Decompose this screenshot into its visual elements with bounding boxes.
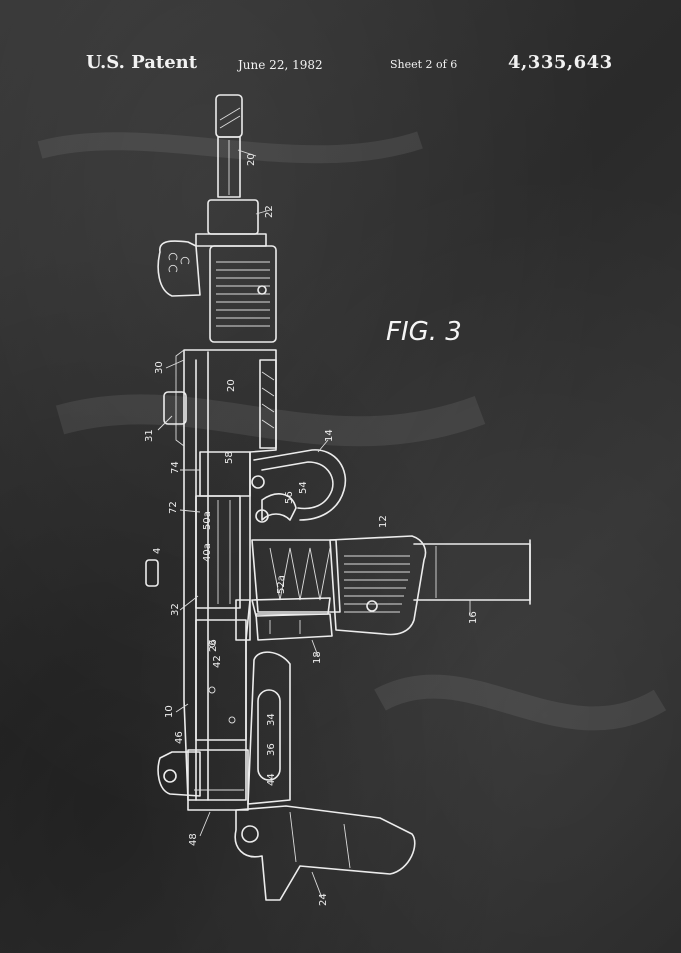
- ref-54: 54: [298, 481, 309, 494]
- ref-48: 48: [188, 833, 199, 846]
- patent-date: June 22, 1982: [238, 58, 323, 72]
- ref-56: 56: [284, 491, 295, 504]
- ref-26: 26: [208, 639, 219, 652]
- ref-20b: 20: [226, 379, 237, 392]
- chalk-smudges: [37, 131, 667, 731]
- ref-16: 16: [468, 611, 479, 624]
- ref-52a: 52a: [276, 575, 287, 594]
- pistol-grip: [329, 535, 427, 636]
- ref-74: 74: [170, 461, 181, 474]
- magazine: [413, 539, 531, 605]
- rear-cap: [157, 749, 249, 811]
- ref-4: 4: [152, 548, 163, 554]
- ref-24: 24: [318, 893, 329, 906]
- trigger-housing: [255, 613, 333, 641]
- bolt-assembly: [195, 451, 251, 641]
- leader-lines: [157, 149, 471, 899]
- ref-34: 34: [266, 713, 277, 726]
- figure-label: FIG. 3: [386, 317, 462, 347]
- ref-12: 12: [378, 515, 389, 528]
- patent-header-label: U.S. Patent: [86, 52, 198, 73]
- ref-46: 46: [174, 731, 185, 744]
- ref-32: 32: [170, 603, 181, 616]
- barrel-housing: [209, 245, 277, 343]
- trigger-guard: [251, 449, 347, 523]
- ref-10: 10: [164, 705, 175, 718]
- ref-50a: 50a: [202, 511, 213, 530]
- sheet-number: Sheet 2 of 6: [390, 58, 458, 71]
- ref-22: 22: [264, 205, 275, 218]
- cartridge: [145, 559, 159, 587]
- folding-stock: [234, 805, 416, 901]
- front-sight: [157, 240, 201, 297]
- ref-44: 44: [266, 773, 277, 786]
- barrel: [195, 94, 267, 247]
- ref-72: 72: [168, 501, 179, 514]
- ref-36: 36: [266, 743, 277, 756]
- patent-number: 4,335,643: [508, 52, 613, 73]
- ref-18: 18: [312, 651, 323, 664]
- ref-20a: 20: [246, 153, 257, 166]
- ref-30: 30: [154, 361, 165, 374]
- cocking-knob: [163, 391, 187, 425]
- ref-31: 31: [144, 429, 155, 442]
- magazine-well: [251, 539, 341, 617]
- ref-14: 14: [324, 429, 335, 442]
- reference-numerals: 20 22 30 20 31 14 74 58 72 56 54 50a 12 …: [144, 153, 479, 906]
- stock-mount: [195, 619, 291, 805]
- ref-42: 42: [212, 655, 223, 668]
- ref-58: 58: [224, 451, 235, 464]
- ref-40a: 40a: [202, 543, 213, 562]
